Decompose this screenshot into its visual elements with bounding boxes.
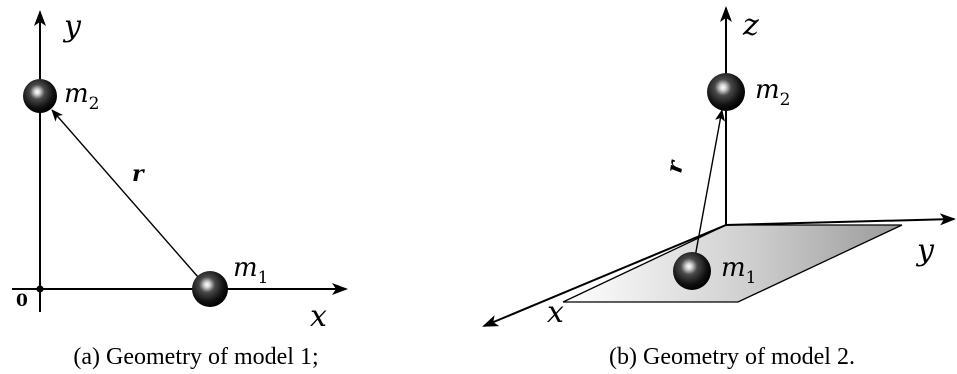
panel-a-m1-label: m1 bbox=[233, 253, 268, 288]
panel-b-y-axis bbox=[725, 213, 956, 226]
panel-b-m2-label: m2 bbox=[755, 75, 790, 110]
panel-b: z y x r m2 m1 (b) Geometry of model 2. bbox=[482, 6, 956, 370]
panel-b-m1-label: m1 bbox=[721, 253, 756, 288]
panel-b-x-label: x bbox=[547, 295, 564, 330]
panel-a: y x 0 r m2 m1 (a) Geometry of model 1; bbox=[12, 9, 348, 370]
panel-a-y-label: y bbox=[62, 9, 82, 44]
panel-a-mass-m2 bbox=[23, 79, 57, 113]
panel-b-x-axis bbox=[482, 224, 727, 327]
panel-a-origin-dot bbox=[36, 285, 44, 293]
panel-a-vector-r bbox=[51, 109, 206, 286]
panel-a-vector-label: r bbox=[132, 161, 145, 187]
panel-b-z-label: z bbox=[742, 8, 759, 43]
panel-b-vector-r bbox=[692, 109, 725, 269]
panel-a-origin-label: 0 bbox=[16, 291, 28, 311]
panel-a-mass-m1 bbox=[192, 271, 228, 307]
panel-b-mass-m2 bbox=[707, 73, 745, 111]
panel-b-mass-m1 bbox=[673, 252, 711, 290]
panel-b-caption: (b) Geometry of model 2. bbox=[609, 344, 855, 370]
panel-a-m2-label: m2 bbox=[64, 79, 99, 114]
panel-b-y-label: y bbox=[915, 233, 935, 268]
panel-b-vector-label: r bbox=[661, 158, 689, 175]
panel-b-xy-plane bbox=[562, 224, 903, 303]
panel-a-x-label: x bbox=[310, 299, 327, 334]
panel-a-caption: (a) Geometry of model 1; bbox=[73, 344, 318, 370]
